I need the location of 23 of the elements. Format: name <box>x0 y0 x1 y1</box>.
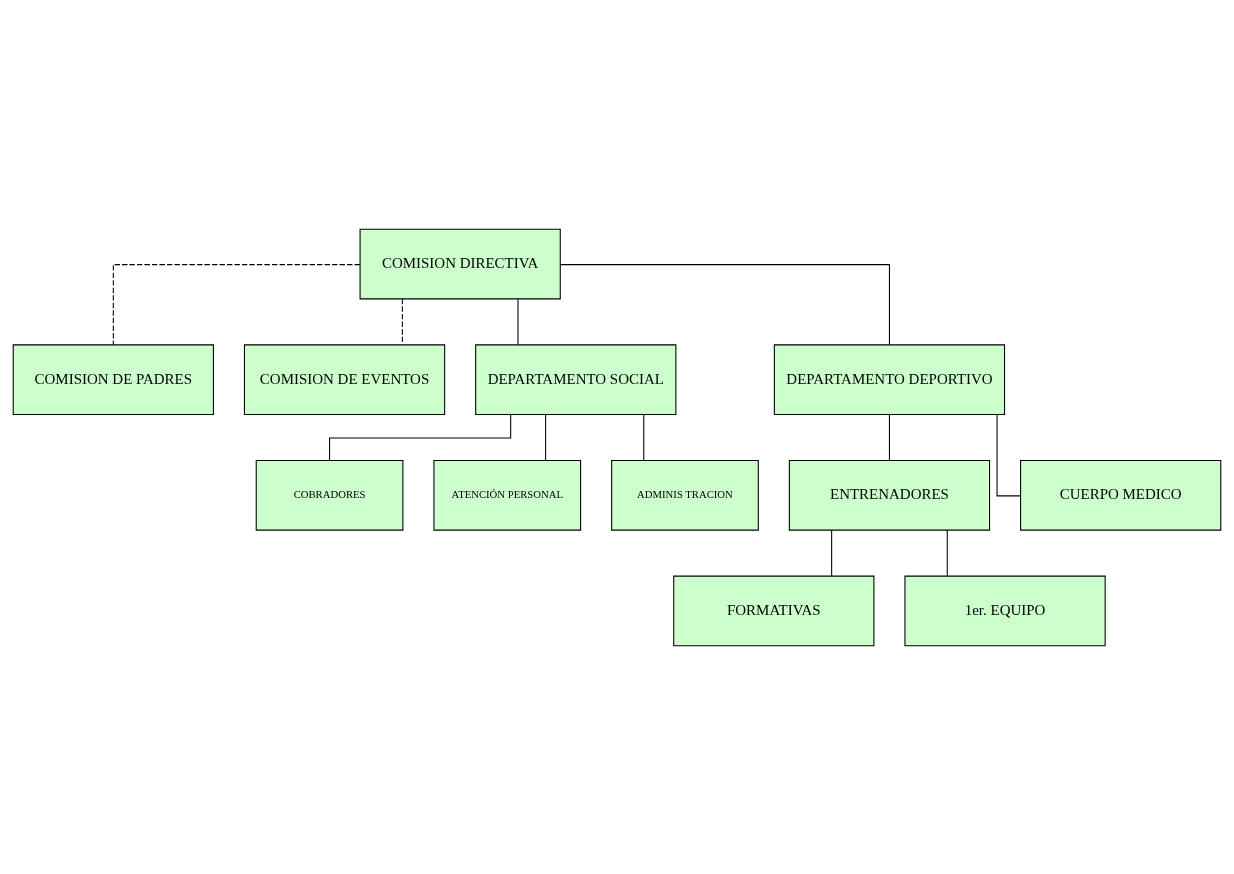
connector <box>112 263 361 345</box>
connector <box>996 413 1022 496</box>
connector <box>401 298 403 345</box>
node-box: DEPARTAMENTO SOCIAL <box>475 343 677 415</box>
node-box: ATENCIÓN PERSONAL <box>433 459 582 531</box>
node-box: COMISION DIRECTIVA <box>359 228 561 299</box>
node-box: DEPARTAMENTO DEPORTIVO <box>773 343 1006 415</box>
node-box: COMISION DE PADRES <box>12 343 214 415</box>
node-box: FORMATIVAS <box>673 575 875 646</box>
node-box: ENTRENADORES <box>788 459 991 531</box>
node-box: COBRADORES <box>255 459 404 531</box>
connector <box>329 413 512 461</box>
connector <box>946 529 948 577</box>
connector <box>831 529 833 577</box>
node-box: CUERPO MEDICO <box>1020 459 1222 531</box>
connector <box>545 413 547 461</box>
connector <box>888 413 890 461</box>
node-box: 1er. EQUIPO <box>904 575 1106 646</box>
connector <box>517 298 519 345</box>
connector <box>559 263 890 345</box>
connector <box>643 413 645 461</box>
node-box: ADMINIS TRACION <box>611 459 759 531</box>
node-box: COMISION DE EVENTOS <box>243 343 446 415</box>
